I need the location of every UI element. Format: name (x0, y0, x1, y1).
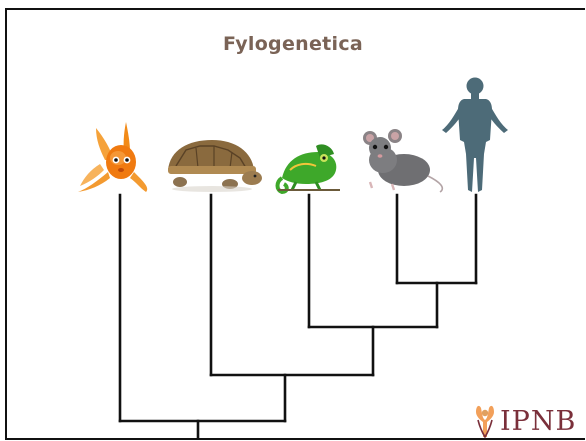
mouse-image (363, 129, 442, 192)
human-image (442, 78, 508, 193)
ipnb-logo-icon (476, 406, 494, 437)
tree-branches (120, 195, 476, 438)
ipnb-logo-text: IPNB (500, 408, 576, 435)
tortoise-image (168, 140, 262, 192)
goldfish-image (78, 122, 147, 192)
chameleon-image (278, 144, 341, 192)
